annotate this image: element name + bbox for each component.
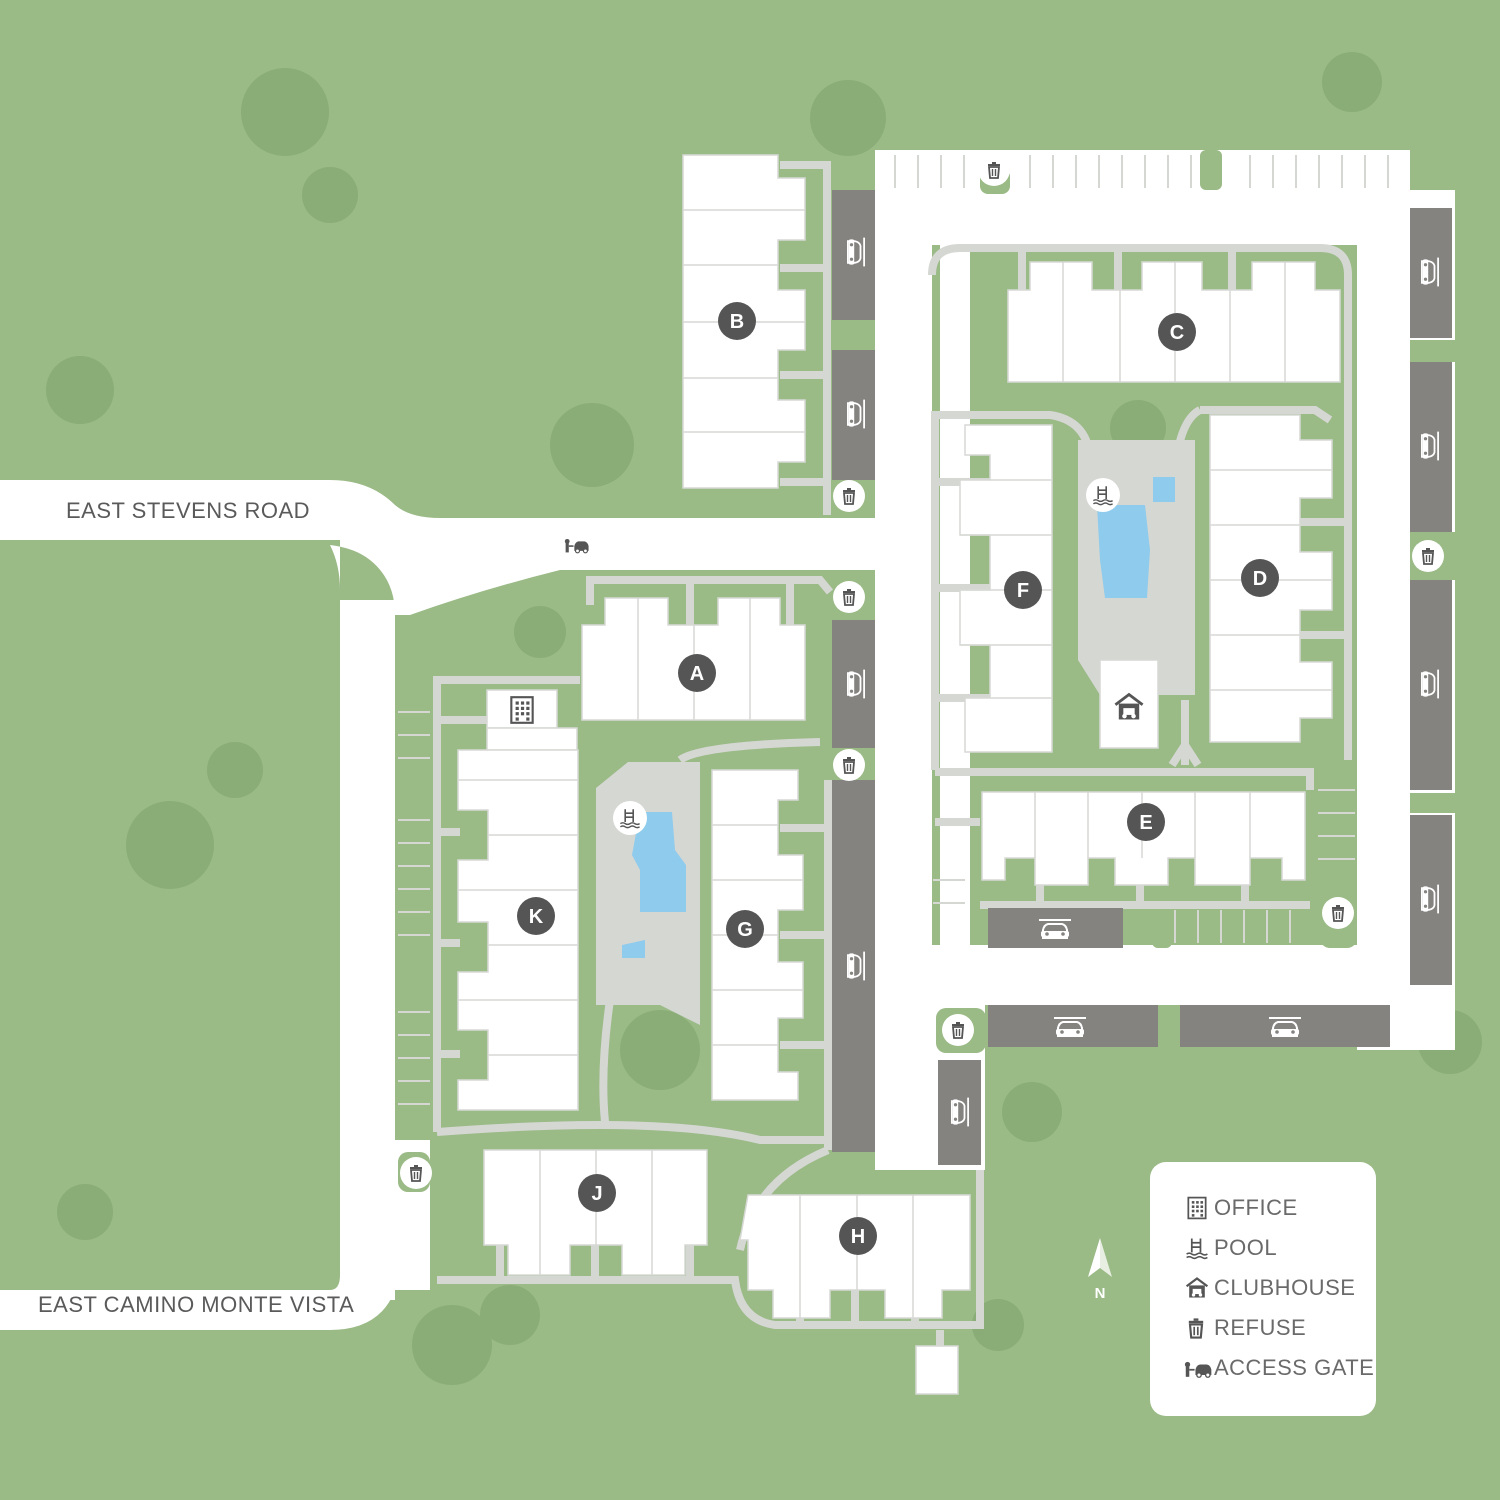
- access-gate-icon: [560, 527, 594, 561]
- building-k-marker[interactable]: K: [517, 897, 555, 935]
- pool-deck-east: [1078, 440, 1195, 695]
- legend-item-access-gate: ACCESS GATE: [1184, 1348, 1376, 1388]
- building-h-marker[interactable]: H: [839, 1217, 877, 1255]
- legend-label: OFFICE: [1214, 1195, 1298, 1220]
- svg-text:K: K: [529, 906, 544, 928]
- pool-icon: [1184, 1234, 1214, 1262]
- office-icon: [1184, 1194, 1214, 1222]
- svg-text:G: G: [737, 919, 753, 941]
- svg-text:N: N: [1095, 1285, 1106, 1302]
- north-arrow: N: [1088, 1238, 1112, 1302]
- refuse-icon: [1412, 540, 1444, 572]
- legend-label: CLUBHOUSE: [1214, 1275, 1356, 1300]
- building-markers: A B C D E F G H J K: [517, 302, 1279, 1255]
- building-j-marker[interactable]: J: [578, 1174, 616, 1212]
- refuse-icon: [1322, 897, 1354, 929]
- svg-text:E: E: [1139, 812, 1152, 834]
- pool-icon: [613, 801, 647, 835]
- building-f-marker[interactable]: F: [1004, 571, 1042, 609]
- legend-label: POOL: [1214, 1235, 1278, 1260]
- trees: [46, 52, 1482, 1385]
- refuse-icon: [942, 1014, 974, 1046]
- svg-text:F: F: [1017, 580, 1029, 602]
- building-b-marker[interactable]: B: [718, 302, 756, 340]
- building-e-marker[interactable]: E: [1127, 803, 1165, 841]
- road-label-north: EAST STEVENS ROAD: [66, 498, 310, 523]
- pool-deck-west: [596, 762, 700, 1025]
- road-label-south: EAST CAMINO MONTE VISTA: [38, 1292, 354, 1317]
- parking-stalls: [398, 155, 1389, 1105]
- legend-item-pool: POOL: [1184, 1228, 1376, 1268]
- svg-text:A: A: [690, 663, 704, 685]
- map-legend: OFFICE POOL CLUBHOUSE REFUSE ACCESS GATE: [1150, 1162, 1376, 1416]
- refuse-icon: [833, 749, 865, 781]
- refuse-icon: [833, 581, 865, 613]
- refuse-icon: [400, 1157, 432, 1189]
- legend-label: REFUSE: [1214, 1315, 1307, 1340]
- svg-text:D: D: [1253, 568, 1267, 590]
- access-gate-icon: [1184, 1354, 1214, 1382]
- legend-item-clubhouse: CLUBHOUSE: [1184, 1268, 1376, 1308]
- legend-label: ACCESS GATE: [1214, 1355, 1375, 1380]
- refuse-icon: [1184, 1314, 1214, 1342]
- svg-text:B: B: [730, 311, 744, 333]
- carports: [832, 190, 1452, 1165]
- legend-item-refuse: REFUSE: [1184, 1308, 1376, 1348]
- building-g-marker[interactable]: G: [726, 910, 764, 948]
- clubhouse-icon: [1184, 1274, 1214, 1302]
- building-c-marker[interactable]: C: [1158, 313, 1196, 351]
- building-a-marker[interactable]: A: [678, 654, 716, 692]
- svg-text:J: J: [591, 1183, 602, 1205]
- refuse-icon: [978, 154, 1010, 186]
- legend-item-office: OFFICE: [1184, 1188, 1376, 1228]
- svg-text:H: H: [851, 1226, 865, 1248]
- map-amenity-icons: [400, 154, 1444, 1189]
- svg-text:C: C: [1170, 322, 1184, 344]
- pool-icon: [1086, 478, 1120, 512]
- refuse-icon: [833, 480, 865, 512]
- building-d-marker[interactable]: D: [1241, 559, 1279, 597]
